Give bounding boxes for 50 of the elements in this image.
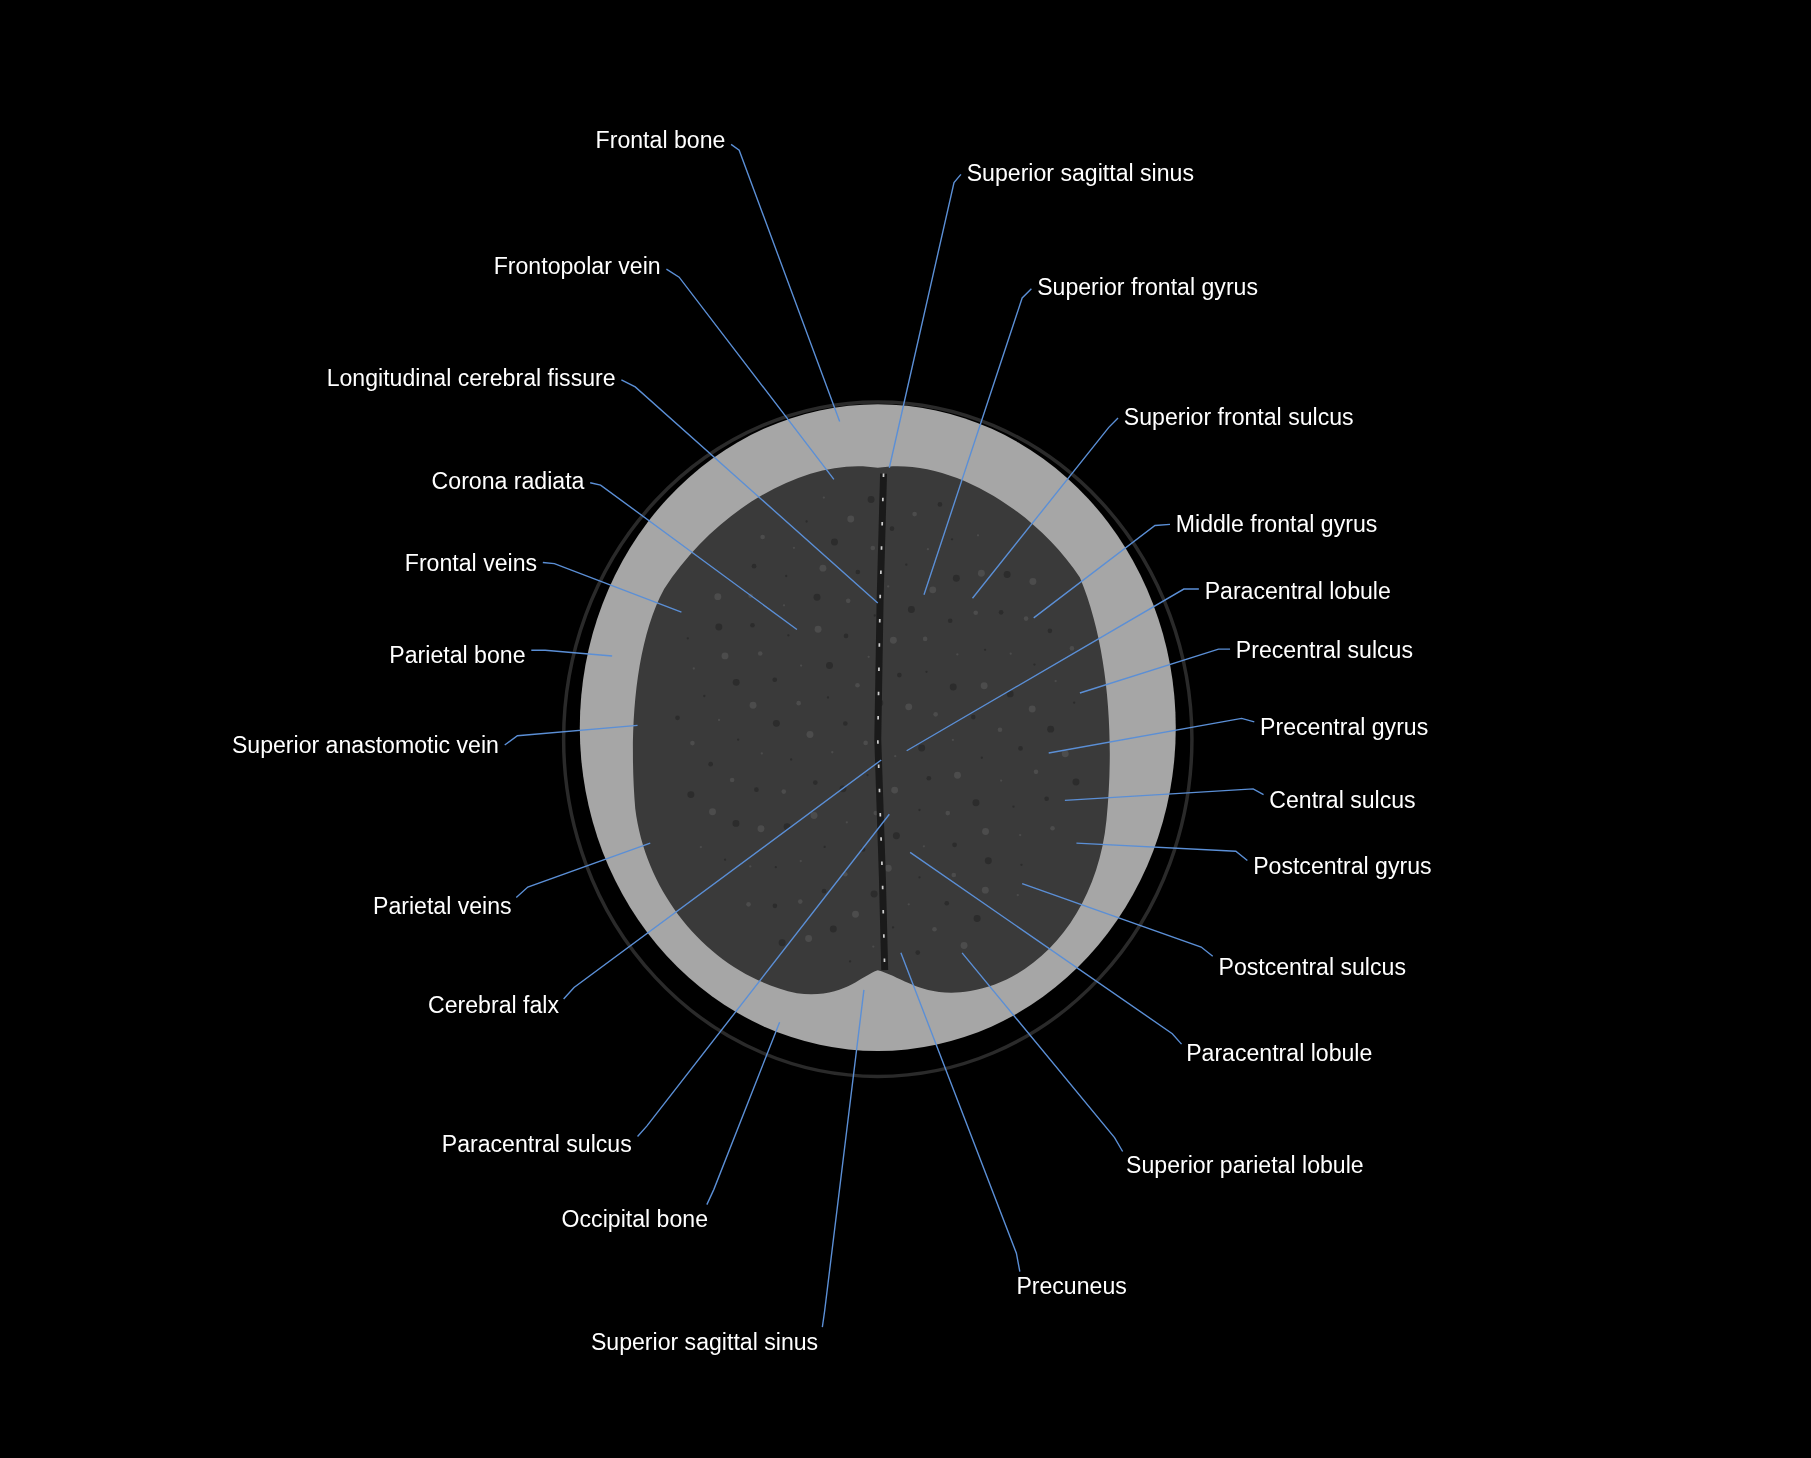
leader-line — [706, 1021, 781, 1206]
leader-line — [1075, 842, 1249, 862]
leader-line — [589, 482, 798, 631]
anatomy-label: Parietal bone — [389, 641, 526, 669]
anatomy-label: Postcentral sulcus — [1218, 952, 1406, 981]
anatomy-label: Precuneus — [1016, 1271, 1127, 1300]
leader-line — [909, 851, 1183, 1045]
leader-line — [636, 813, 891, 1138]
anatomy-label: Superior frontal gyrus — [1037, 272, 1258, 301]
anatomy-label: Paracentral sulcus — [441, 1129, 632, 1158]
anatomy-label: Frontal veins — [404, 548, 538, 577]
anatomy-label: Middle frontal gyrus — [1175, 510, 1378, 539]
leader-line — [1064, 788, 1265, 802]
anatomy-label: Postcentral gyrus — [1253, 852, 1432, 881]
anatomy-label: Cerebral falx — [428, 990, 559, 1019]
leader-line — [665, 268, 835, 480]
leader-line — [530, 649, 613, 657]
leader-line — [730, 143, 841, 423]
anatomy-label: Precentral sulcus — [1235, 636, 1413, 665]
leader-line — [821, 989, 865, 1328]
leader-line — [1048, 717, 1255, 754]
anatomy-label: Occipital bone — [561, 1204, 708, 1233]
anatomy-label: Frontopolar vein — [493, 251, 661, 280]
anatomy-label: Superior frontal sulcus — [1123, 403, 1354, 431]
leader-line — [620, 379, 879, 604]
leader-line — [1033, 523, 1171, 619]
leader-line — [961, 952, 1124, 1153]
leader-line — [905, 588, 1200, 752]
leader-line — [504, 724, 639, 746]
anatomy-label: Longitudinal cerebral fissure — [326, 363, 616, 392]
anatomy-label: Frontal bone — [595, 125, 726, 154]
anatomy-label: Corona radiata — [431, 466, 585, 495]
leader-line — [900, 952, 1021, 1273]
anatomy-label: Superior sagittal sinus — [966, 159, 1194, 188]
anatomy-label: Precentral gyrus — [1260, 712, 1429, 741]
leader-line — [923, 288, 1033, 596]
leader-line — [562, 759, 882, 1000]
anatomy-label: Parietal veins — [373, 891, 512, 920]
anatomy-label: Superior parietal lobule — [1126, 1151, 1364, 1180]
leader-line — [971, 417, 1119, 599]
leader-line — [888, 173, 962, 469]
anatomy-label: Superior sagittal sinus — [590, 1328, 819, 1356]
anatomy-label: Paracentral lobule — [1204, 577, 1391, 606]
leader-line — [1021, 882, 1214, 957]
anatomy-label: Superior anastomotic vein — [231, 731, 499, 759]
leader-line — [542, 561, 683, 613]
anatomy-label: Paracentral lobule — [1186, 1039, 1373, 1068]
leader-line — [515, 842, 651, 899]
anatomy-label: Central sulcus — [1269, 786, 1416, 815]
leader-line — [1079, 648, 1231, 694]
